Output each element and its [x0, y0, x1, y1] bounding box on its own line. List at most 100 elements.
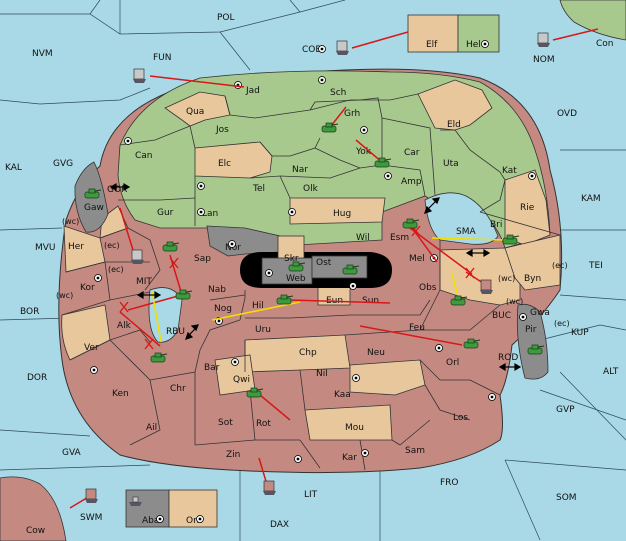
supply-center-icon: [488, 393, 496, 401]
province-label-Sun: Sun: [362, 296, 379, 306]
tank-icon[interactable]: [276, 294, 294, 305]
province-label-Kor: Kor: [80, 283, 95, 293]
tank-icon[interactable]: [342, 264, 360, 275]
province-borders: [61, 93, 561, 471]
province-label-Yok: Yok: [355, 147, 372, 157]
sea-label-GVP: GVP: [556, 405, 575, 415]
tank-icon[interactable]: [450, 295, 468, 306]
supply-center-icon: [384, 172, 392, 180]
province-label-Nog: Nog: [214, 304, 232, 314]
province-label-Nab: Nab: [208, 285, 226, 295]
supply-center-icon: [481, 40, 489, 48]
supply-center-icon: [360, 126, 368, 134]
province-Cow[interactable]: [0, 476, 67, 541]
supply-center-icon: [90, 366, 98, 374]
sea-label-TEI: TEI: [588, 261, 603, 271]
coast-tag-ec: (ec): [104, 241, 120, 250]
province-label-Can: Can: [135, 151, 153, 161]
ship-icon[interactable]: [85, 488, 98, 503]
coast-tag-wc: (wc): [506, 297, 523, 306]
province-Pir[interactable]: [516, 303, 549, 380]
province-label-Uta: Uta: [443, 159, 459, 169]
coast-tag-wc: (wc): [498, 274, 515, 283]
province-label-Hel: Hel: [466, 40, 481, 50]
province-label-Ost: Ost: [316, 258, 332, 268]
province-Nil[interactable]: [349, 359, 426, 396]
province-label-Bar: Bar: [204, 363, 220, 373]
province-label-Eld: Eld: [447, 120, 461, 130]
ship-icon[interactable]: [336, 40, 349, 55]
province-label-Nar: Nar: [292, 165, 308, 175]
province-label-Olk: Olk: [303, 184, 319, 194]
ship-icon[interactable]: [131, 249, 144, 264]
province-label-Her: Her: [68, 242, 84, 252]
tank-icon[interactable]: [463, 338, 481, 349]
province-Byn[interactable]: [504, 234, 561, 291]
province-Qua[interactable]: [164, 91, 231, 127]
tank-icon[interactable]: [321, 122, 339, 133]
sea-label-NOM: NOM: [533, 55, 555, 65]
ship-icon[interactable]: [537, 32, 550, 47]
province-Con[interactable]: [559, 0, 626, 41]
supply-center-icon: [156, 515, 164, 523]
province-label-Web: Web: [286, 274, 306, 284]
ship-icon[interactable]: [480, 279, 493, 294]
province-label-Mel: Mel: [409, 254, 425, 264]
coast-tag-ec: (ec): [554, 319, 570, 328]
supply-center-icon: [294, 455, 302, 463]
province-label-Orl: Orl: [446, 358, 459, 368]
tank-icon[interactable]: [502, 234, 520, 245]
province-label-Elf: Elf: [426, 40, 438, 50]
coast-tag-wc: (wc): [56, 291, 73, 300]
supply-center-icon: [234, 81, 242, 89]
supply-center-icon: [318, 76, 326, 84]
tank-icon[interactable]: [84, 188, 102, 199]
sea-label-FUN: FUN: [153, 53, 172, 63]
tank-icon[interactable]: [246, 387, 264, 398]
tank-icon[interactable]: [374, 157, 392, 168]
ship-icon[interactable]: [133, 68, 146, 83]
sea-SMA[interactable]: [424, 192, 499, 245]
tank-icon[interactable]: [150, 352, 168, 363]
support-orders: [151, 237, 506, 343]
province-label-Hil: Hil: [252, 301, 264, 311]
supply-center-icon: [197, 182, 205, 190]
province-label-Sot: Sot: [218, 418, 233, 428]
province-label-Skr: Skr: [284, 254, 299, 264]
sea-label-KAM: KAM: [581, 194, 601, 204]
supply-center-icon: [361, 449, 369, 457]
province-label-Cow: Cow: [26, 526, 45, 536]
province-label-Chp: Chp: [299, 348, 317, 358]
province-Orn[interactable]: [168, 489, 218, 528]
tank-icon[interactable]: [162, 241, 180, 252]
sea-label-ALT: ALT: [603, 367, 619, 377]
supply-center-icon: [349, 282, 357, 290]
tank-icon[interactable]: [527, 344, 545, 355]
ship-icon[interactable]: [129, 496, 142, 506]
tank-icon[interactable]: [288, 261, 306, 272]
province-label-Ail: Ail: [146, 423, 157, 433]
supply-center-icon: [196, 515, 204, 523]
province-Chp[interactable]: [244, 334, 351, 373]
province-label-Qua: Qua: [186, 107, 204, 117]
tank-icon[interactable]: [402, 218, 420, 229]
province-Eld[interactable]: [417, 79, 493, 131]
sea-label-COB: COB: [302, 45, 322, 55]
province-label-Orn: Orn: [186, 516, 202, 526]
sea-label-LIT: LIT: [304, 490, 318, 500]
province-label-Sch: Sch: [330, 88, 346, 98]
province-label-Alk: Alk: [117, 321, 132, 331]
province-label-Rie: Rie: [520, 203, 535, 213]
tank-icon[interactable]: [175, 289, 193, 300]
province-label-Uru: Uru: [255, 325, 271, 335]
convoy-arrows: [109, 182, 522, 372]
province-label-Grh: Grh: [344, 109, 360, 119]
province-label-Car: Car: [404, 148, 420, 158]
ship-icon[interactable]: [263, 480, 276, 495]
province-label-Sap: Sap: [194, 254, 211, 264]
province-Hel[interactable]: [457, 14, 500, 53]
sea-label-BUC: BUC: [492, 311, 511, 321]
province-label-Los: Los: [453, 413, 468, 423]
province-Elc[interactable]: [194, 141, 273, 179]
